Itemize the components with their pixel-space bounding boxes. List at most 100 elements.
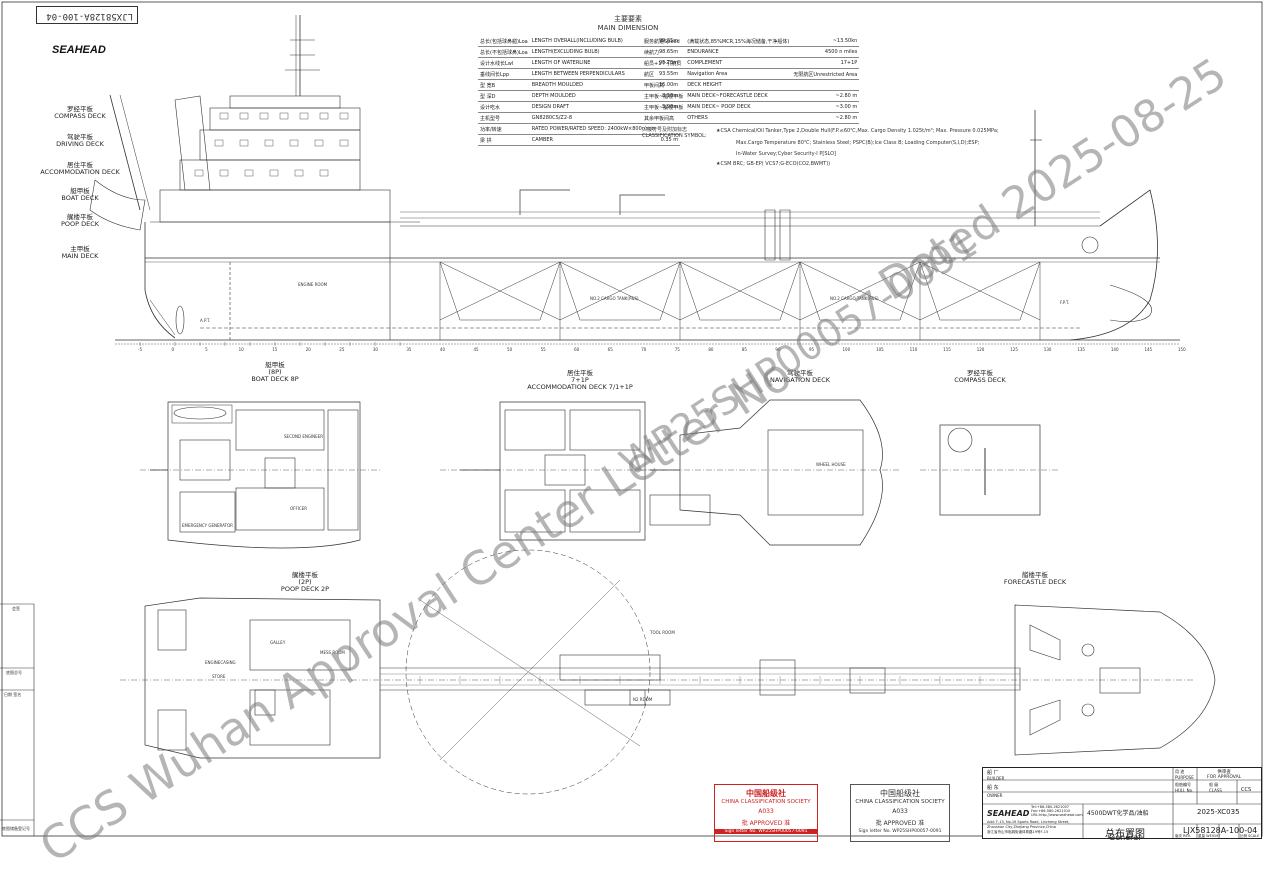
class-label: 入级符号及附加标志 — [642, 127, 688, 133]
dimension-cell-en: RATED POWER/RATED SPEED: 2400kW×800r/min — [529, 123, 657, 135]
dimension-cell-en: DESIGN DRAFT — [529, 101, 657, 113]
frame-number: -5 — [138, 347, 142, 352]
dimension-cell-val: 17+1P — [791, 57, 860, 69]
drawing-number: LJX58128A-100-04 — [1183, 826, 1258, 835]
frame-number: 10 — [238, 347, 244, 352]
frame-number: 50 — [507, 347, 513, 352]
logo-text: SEAHEAD — [52, 44, 106, 56]
dimension-cell-val: ~3.00 m — [791, 101, 860, 113]
dimension-cell-cn: 主甲板~艉楼甲板 — [642, 101, 686, 113]
dimension-cell-cn: 功率/转速 — [478, 123, 530, 135]
strip-date-sign: 日期 签名 — [4, 692, 22, 697]
drawing-number-rotated: LJX58128A-100-04 — [46, 11, 133, 21]
dimension-cell-cn: 梁 拱 — [478, 134, 530, 146]
frame-number: 80 — [708, 347, 714, 352]
strip-base-number: 底图总号 — [6, 670, 22, 675]
drawing-canvas — [0, 1, 1263, 837]
dimension-cell-en: DEPTH MOULDED — [529, 90, 657, 102]
ccs-approval-stamp-grey: 中国船级社 CHINA CLASSIFICATION SOCIETY A033 … — [850, 784, 950, 842]
dimension-cell-cn: 主甲板~艏楼甲板 — [642, 90, 686, 102]
frame-number: 35 — [406, 347, 412, 352]
dimension-cell-en: COMPLEMENT — [685, 57, 792, 69]
frame-number: 15 — [272, 347, 278, 352]
dimension-cell-en: MAIN DECK~FORECASTLE DECK — [685, 90, 792, 102]
dimension-cell-val — [791, 79, 860, 91]
dimension-cell-en: (满载状态,85%MCR,15%海况储备,干净船体) — [685, 36, 792, 47]
class-csa: ★CSA Chemical/Oil Tanker,Type 2,Double H… — [716, 128, 999, 134]
galley-label: GALLEY — [270, 640, 286, 645]
project-name: 4500DWT化学品/油船 — [1087, 810, 1149, 817]
dimension-cell-val: 4500 n miles — [791, 46, 860, 58]
class-field-value: CCS — [1241, 787, 1252, 793]
company-address-1: Add: F-15, No.19 Sports Road, Lincheng S… — [987, 820, 1070, 824]
dimension-cell-cn: 垂线间长Lpp — [478, 68, 530, 80]
boat-deck-title: 艇甲板(8P)BOAT DECK 8P — [251, 361, 299, 383]
company-address-2: Zhoushan City,Zhejiang Province,China — [987, 825, 1056, 829]
engine-casing-label: ENGINECASING — [205, 660, 236, 665]
frame-number: 145 — [1144, 347, 1153, 352]
second-engineer-label: SECOND ENGINEER — [284, 434, 323, 439]
class-label-en: CLASSIFICATION SYMBOL: — [642, 133, 707, 139]
owner-label-en: OWNER — [987, 793, 1003, 798]
frame-number: 115 — [943, 347, 951, 352]
dimension-cell-en: GN8280CS/Z2-8 — [529, 112, 657, 124]
dimension-cell-cn: 续航力 — [642, 46, 686, 58]
dimension-cell-cn: 总长(不包括球鼻)Loa — [478, 46, 530, 58]
company-url: URL:http://www.seahead.com — [1031, 813, 1083, 817]
dimension-cell-en: OTHERS — [685, 112, 792, 124]
dimension-cell-cn: 设计吃水 — [478, 101, 530, 113]
rev-label: 版次 REV. — [1175, 834, 1191, 838]
frame-number: 40 — [439, 347, 446, 352]
frame-number: 75 — [674, 347, 680, 352]
wheel-house-label: WHEEL HOUSE — [816, 462, 846, 467]
strip-countersign: 会签 — [12, 606, 20, 611]
dimension-row: 服务航速Speed(满载状态,85%MCR,15%海况储备,干净船体)~13.5… — [642, 36, 860, 47]
dimension-cell-en: BREADTH MOULDED — [529, 79, 657, 91]
owner-label: 船 东 — [987, 785, 999, 791]
dimension-cell-en: LENGTH(EXCLUDING BULB) — [529, 46, 657, 58]
frame-number: 65 — [607, 347, 613, 352]
main-dimension-title: 主要要素 MAIN DIMENSION — [597, 15, 659, 32]
dimension-cell-val: ~13.50kn — [791, 36, 860, 47]
frame-number: 0 — [171, 347, 175, 352]
dimension-cell-cn: 甲板间高 — [642, 79, 686, 91]
tool-room-label: TOOL ROOM — [650, 630, 675, 635]
dimension-cell-cn: 型 深D — [478, 90, 530, 102]
frame-number: 130 — [1043, 347, 1052, 352]
project-number: 2025-XC035 — [1197, 808, 1240, 816]
dimension-cell-en: LENGTH OF WATERLINE — [529, 57, 657, 69]
ccs-approval-stamp-red: 中国船级社 CHINA CLASSIFICATION SOCIETY A033 … — [714, 784, 818, 842]
scale-label: 比例 SCALE — [1240, 834, 1260, 838]
drawing-number-tab: LJX58128A-100-04 — [36, 6, 138, 24]
n2-room-label: N2 ROOM — [633, 697, 653, 702]
dimension-cell-en: DECK HEIGHT — [685, 79, 792, 91]
dimension-cell-cn: 主机型号 — [478, 112, 530, 124]
frame-number: 95 — [808, 347, 815, 352]
ap-tank-label: A.P.T. — [200, 318, 211, 323]
frame-number: 60 — [574, 347, 580, 352]
drawing-title-cn: 总布置图 — [1105, 829, 1145, 840]
dimension-cell-cn: 型 宽B — [478, 79, 530, 91]
frame-number: 150 — [1178, 347, 1186, 352]
poop-deck-title: 艉楼平板(2P)POOP DECK 2P — [280, 571, 330, 593]
frame-number: 5 — [205, 347, 208, 352]
dimension-cell-en: ENDURANCE — [685, 46, 792, 58]
class-csa-2: Max.Cargo Temperature 80℃; Stainless Ste… — [736, 140, 980, 146]
cargo-tank-label-2: NO.2 CARGO TANK(P&S) — [830, 296, 879, 301]
title-block-grid — [983, 768, 1261, 838]
